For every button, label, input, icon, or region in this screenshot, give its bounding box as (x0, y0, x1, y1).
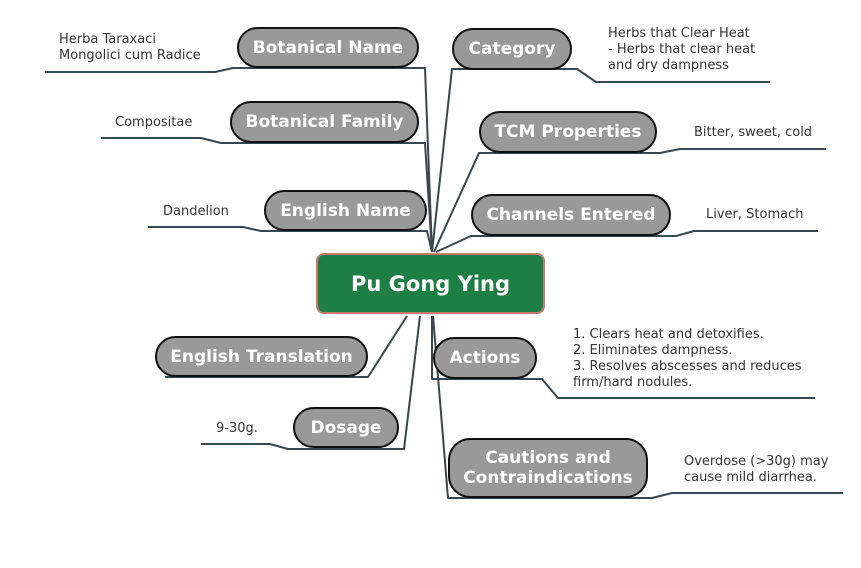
link-botanical-family (101, 137, 433, 253)
branch-dosage[interactable]: Dosage (293, 407, 399, 448)
link-dosage (201, 315, 421, 450)
central-topic[interactable]: Pu Gong Ying (316, 253, 545, 314)
note-english-name: Dandelion (163, 204, 229, 219)
note-botanical-family: Compositae (115, 115, 193, 130)
branch-tcm-properties[interactable]: TCM Properties (479, 111, 657, 153)
link-english-translation (165, 315, 408, 378)
branch-actions[interactable]: Actions (433, 337, 537, 379)
note-dosage: 9-30g. (216, 421, 258, 436)
note-actions: 1. Clears heat and detoxifies. 2. Elimin… (573, 327, 802, 390)
link-english-name (148, 226, 433, 253)
note-cautions-contraindications: Overdose (>30g) may cause mild diarrhea. (684, 454, 829, 485)
branch-category[interactable]: Category (452, 28, 572, 70)
branch-english-translation[interactable]: English Translation (155, 336, 368, 377)
branch-english-name[interactable]: English Name (264, 190, 427, 231)
branch-botanical-family[interactable]: Botanical Family (230, 101, 419, 143)
branch-channels-entered[interactable]: Channels Entered (471, 194, 671, 236)
link-tcm-properties (433, 148, 826, 253)
branch-botanical-name[interactable]: Botanical Name (237, 27, 419, 68)
note-channels-entered: Liver, Stomach (706, 207, 804, 222)
link-cautions (432, 315, 843, 499)
note-botanical-name: Herba Taraxaci Mongolici cum Radice (59, 32, 201, 63)
note-category: Herbs that Clear Heat - Herbs that clear… (608, 26, 756, 73)
link-actions (431, 316, 815, 399)
branch-cautions-contraindications[interactable]: Cautions and Contraindications (448, 438, 648, 498)
link-category (431, 68, 770, 253)
link-channels-entered (435, 230, 818, 253)
note-tcm-properties: Bitter, sweet, cold (694, 125, 813, 140)
link-botanical-name (45, 67, 433, 253)
